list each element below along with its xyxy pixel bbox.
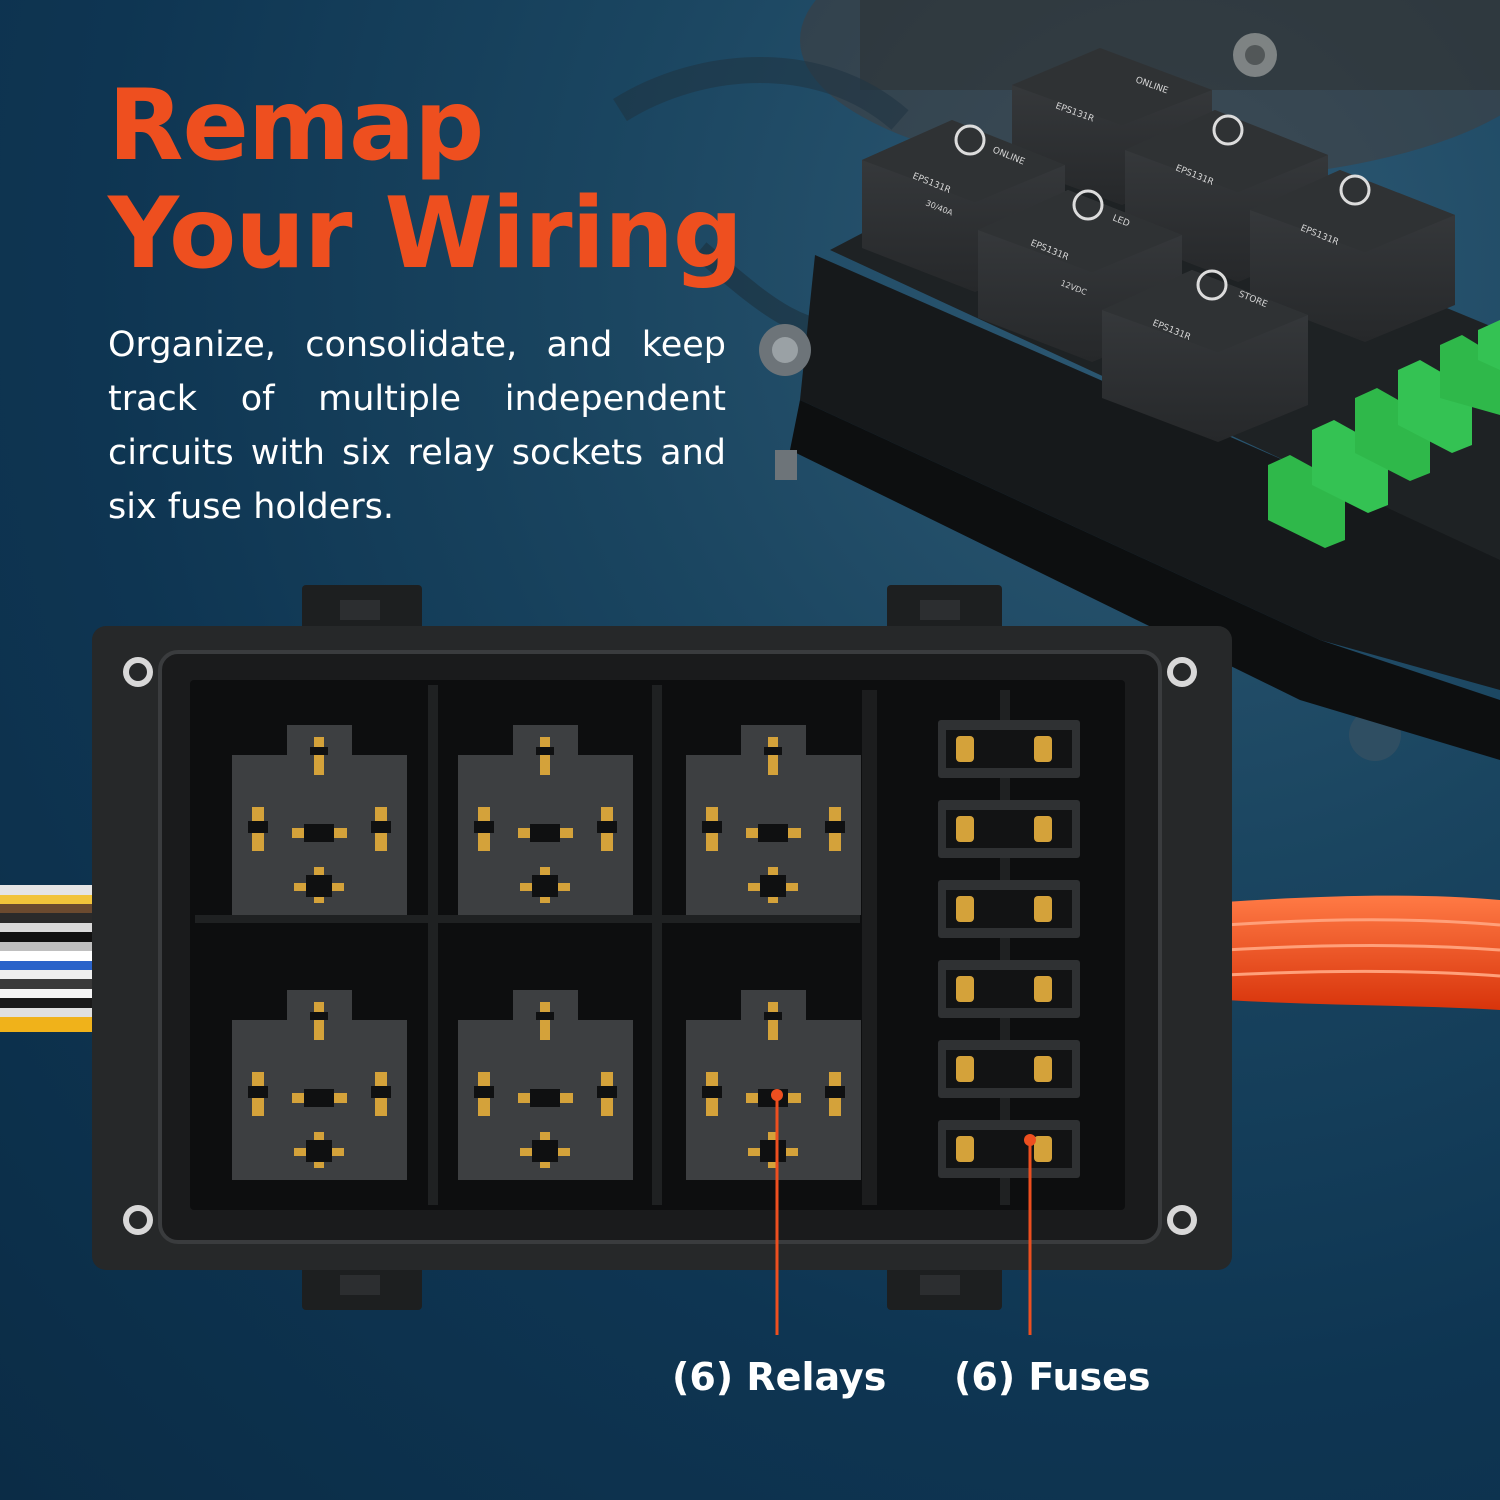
headline-line-1: Remap bbox=[108, 69, 484, 183]
description-text: Organize, consolidate, and keep track of… bbox=[108, 325, 726, 527]
fuse-holder bbox=[938, 880, 1080, 938]
green-fuses bbox=[1268, 320, 1500, 548]
relays-callout-label: (6) Relays bbox=[672, 1355, 887, 1399]
fuse-holders bbox=[938, 720, 1080, 1178]
relay-socket bbox=[232, 725, 407, 915]
fuse-holder bbox=[938, 1120, 1080, 1178]
headline-line-2: Your Wiring bbox=[108, 177, 743, 291]
open-relay-fuse-box bbox=[92, 585, 1232, 1310]
assembled-relay-box: ONLINE EPS131R ONLINE EPS131R 30/40A EPS… bbox=[759, 48, 1500, 760]
relay-socket bbox=[458, 725, 633, 915]
brand-logo-icon bbox=[1339, 174, 1371, 206]
fuse-holder bbox=[938, 960, 1080, 1018]
fuse-holder bbox=[938, 720, 1080, 778]
relay-module: EPS131R bbox=[1250, 170, 1455, 342]
fuses-callout-label: (6) Fuses bbox=[954, 1355, 1151, 1399]
callout-leaders bbox=[771, 1089, 1036, 1335]
brand-logo-icon bbox=[1212, 114, 1244, 146]
fuse-holder bbox=[938, 1040, 1080, 1098]
right-wire-bundle bbox=[1224, 895, 1500, 1010]
fuse-holder bbox=[938, 800, 1080, 858]
headline: Remap Your Wiring bbox=[108, 69, 743, 291]
brand-logo-icon bbox=[954, 124, 986, 156]
brand-logo-icon bbox=[1072, 189, 1104, 221]
left-wire-bundle bbox=[0, 885, 100, 1032]
relays-leader-dot bbox=[771, 1089, 783, 1101]
fuses-leader-dot bbox=[1024, 1134, 1036, 1146]
relay-socket bbox=[686, 725, 861, 915]
relay-socket bbox=[232, 990, 407, 1180]
brand-logo-icon bbox=[1196, 269, 1228, 301]
relay-socket bbox=[686, 990, 861, 1180]
relay-socket bbox=[458, 990, 633, 1180]
relay-sockets bbox=[232, 725, 861, 1180]
relay-module: STORE EPS131R bbox=[1102, 269, 1308, 442]
